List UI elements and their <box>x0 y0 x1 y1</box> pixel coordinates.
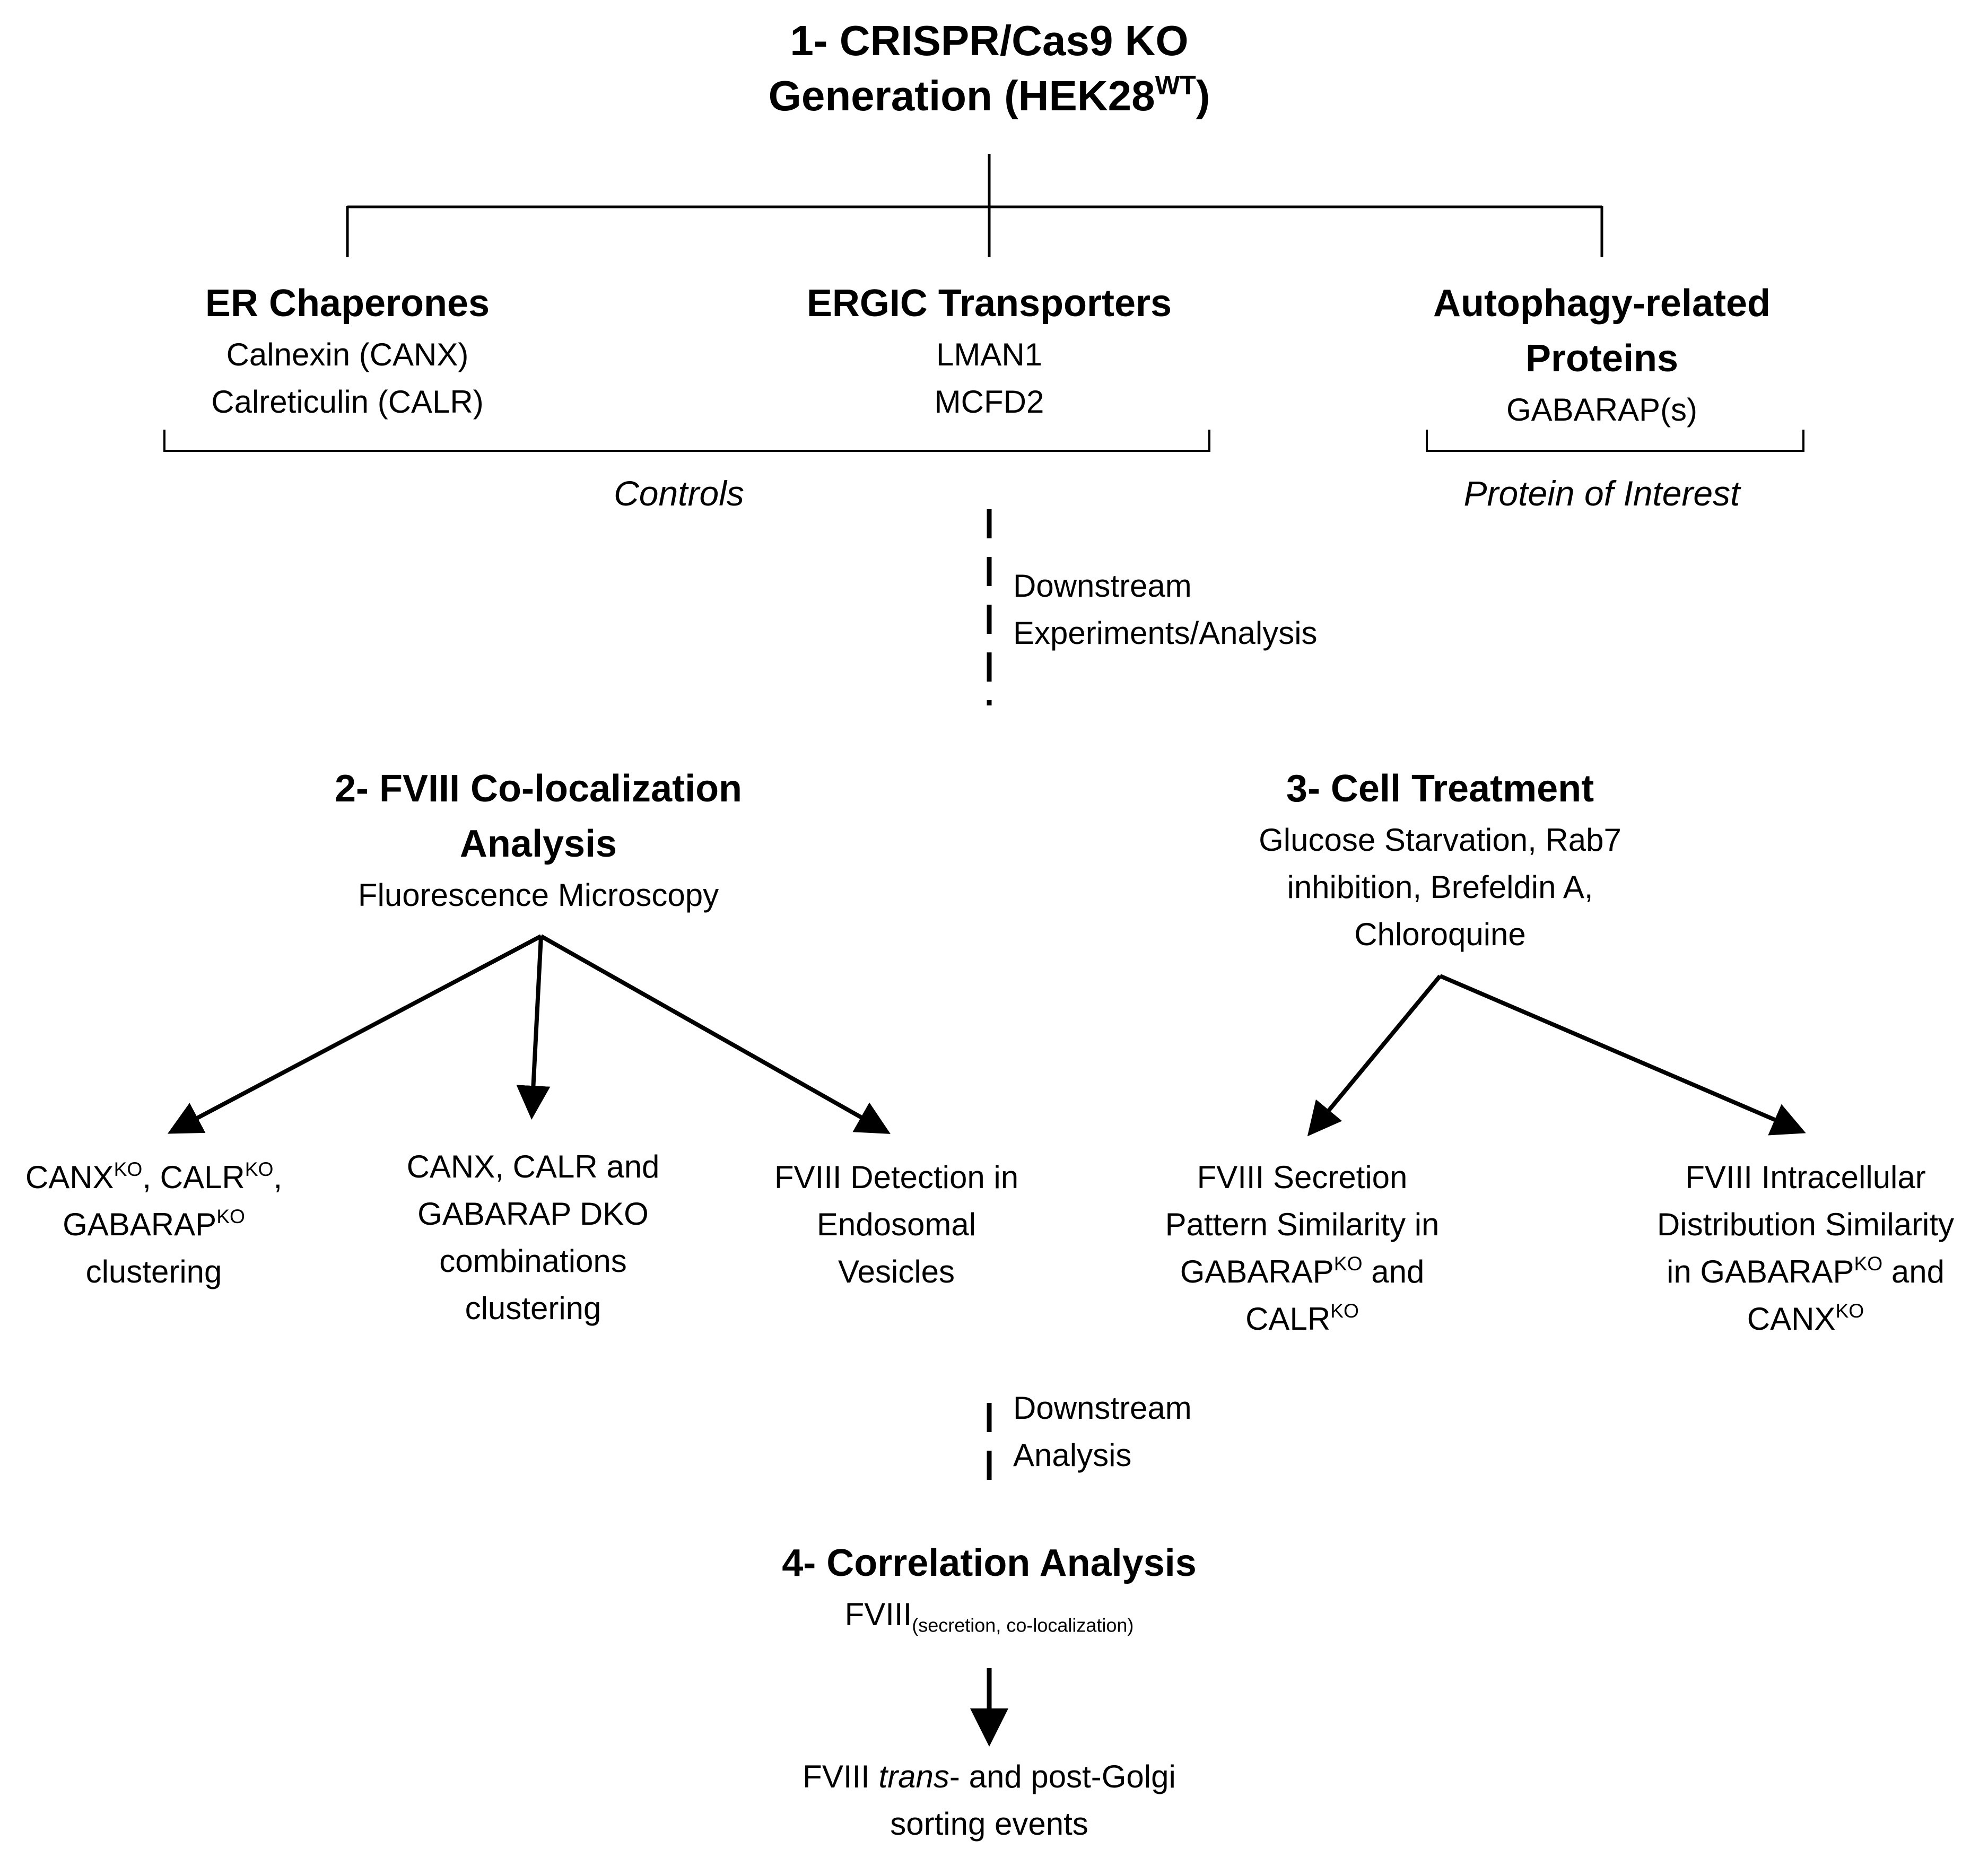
downstream-label-1: Downstream Experiments/Analysis <box>1013 568 1318 651</box>
downstream-label-2: Downstream Analysis <box>1013 1390 1192 1473</box>
protein-of-interest-label: Protein of Interest <box>1463 474 1740 513</box>
ergic-group: ERGIC Transporters LMAN1 MCFD2 <box>777 276 1201 425</box>
step3-line: inhibition, Brefeldin A, <box>1287 869 1593 905</box>
arrow-to-outcome-3 <box>540 934 891 1134</box>
outcome-endosomal-detection: FVIII Detection in Endosomal Vesicles <box>774 1159 1019 1289</box>
step4-block: 4- Correlation Analysis FVIII(secretion,… <box>671 1536 1307 1638</box>
protein-bracket <box>1426 430 1804 452</box>
step3-line: Glucose Starvation, Rab7 <box>1259 822 1621 858</box>
arrow-to-outcome-1 <box>167 934 542 1134</box>
outcome-distribution-similarity: FVIII Intracellular Distribution Similar… <box>1656 1159 1955 1337</box>
er-chaperones-group: ER Chaperones Calnexin (CANX) Calreticul… <box>135 276 560 425</box>
step2-block: 2- FVIII Co-localization Analysis Fluore… <box>220 761 857 919</box>
arrow-to-outcome-2 <box>516 936 551 1120</box>
step3-line: Chloroquine <box>1354 917 1526 952</box>
ergic-item: MCFD2 <box>934 384 1044 420</box>
controls-label: Controls <box>614 474 744 513</box>
step2-title-line2: Analysis <box>459 823 617 865</box>
step1-title: 1- CRISPR/Cas9 KO Generation (HEK28WT) <box>768 17 1210 119</box>
ergic-title: ERGIC Transporters <box>806 282 1172 325</box>
outcome-secretion-similarity: FVIII Secretion Pattern Similarity in GA… <box>1165 1159 1440 1337</box>
er-item: Calnexin (CANX) <box>226 337 469 372</box>
outcome-dko-clustering: CANX, CALR and GABARAP DKO combinations … <box>406 1149 660 1326</box>
arrow-to-outcome-5 <box>1439 974 1806 1136</box>
step3-block: 3- Cell Treatment Glucose Starvation, Ra… <box>1175 761 1705 958</box>
step2-subtitle: Fluorescence Microscopy <box>358 877 719 913</box>
final-outcome: FVIII trans- and post-Golgi sorting even… <box>803 1759 1176 1842</box>
er-chaperones-title: ER Chaperones <box>205 282 490 325</box>
er-item: Calreticulin (CALR) <box>211 384 484 420</box>
controls-bracket <box>163 430 1210 452</box>
step2-title-line1: 2- FVIII Co-localization <box>334 767 743 810</box>
step4-title: 4- Correlation Analysis <box>782 1542 1197 1584</box>
autophagy-item: GABARAP(s) <box>1506 392 1698 428</box>
autophagy-title-line1: Autophagy-related <box>1433 282 1771 325</box>
arrow-to-outcome-4 <box>1307 974 1442 1137</box>
ergic-item: LMAN1 <box>936 337 1043 372</box>
autophagy-title-line2: Proteins <box>1525 337 1679 380</box>
step3-title: 3- Cell Treatment <box>1286 767 1594 810</box>
step4-subtitle: FVIII(secretion, co-localization) <box>844 1597 1134 1636</box>
autophagy-group: Autophagy-related Proteins GABARAP(s) <box>1390 276 1814 433</box>
outcome-ko-clustering: CANXKO, CALRKO, GABARAPKO clustering <box>25 1157 283 1289</box>
